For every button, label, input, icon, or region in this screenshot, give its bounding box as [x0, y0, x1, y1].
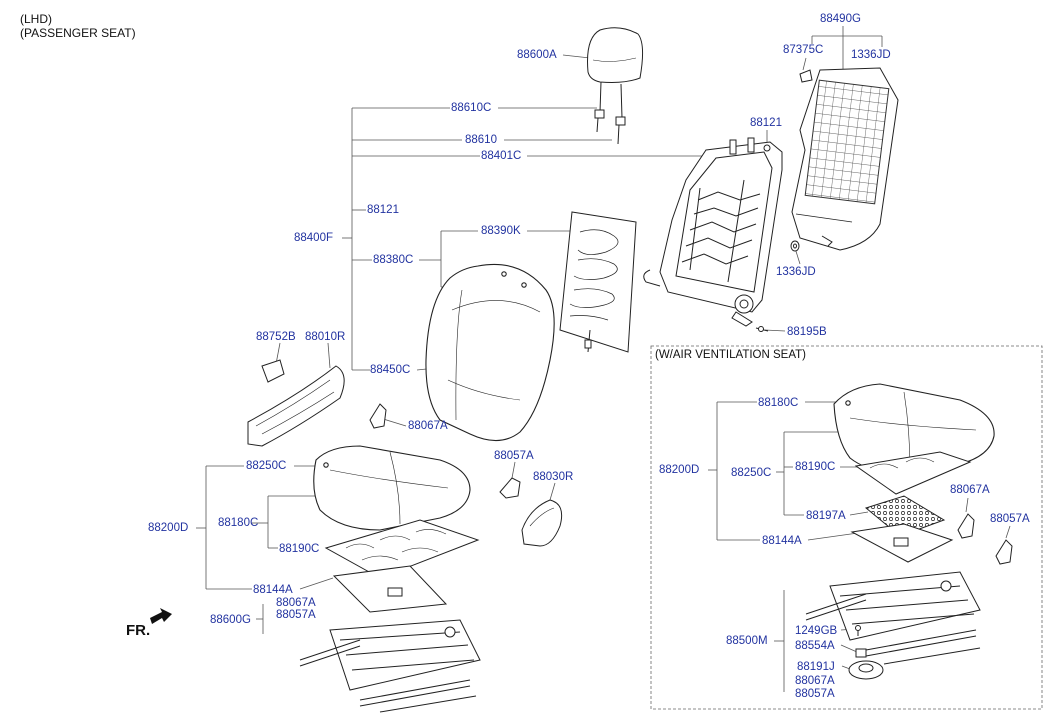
diagram-header-passenger-seat: (PASSENGER SEAT)	[20, 26, 136, 40]
callout-88195B[interactable]: 88195B	[787, 326, 827, 338]
callout-vent-88250C[interactable]: 88250C	[731, 467, 772, 479]
callout-vent-88067A-right[interactable]: 88067A	[950, 484, 990, 496]
callout-88180C[interactable]: 88180C	[218, 517, 259, 529]
callout-88010R[interactable]: 88010R	[305, 331, 346, 343]
callout-88610C[interactable]: 88610C	[451, 102, 492, 114]
callout-88067A-mid[interactable]: 88067A	[408, 420, 448, 432]
callout-87375C[interactable]: 87375C	[783, 44, 824, 56]
callout-88610[interactable]: 88610	[465, 134, 497, 146]
callout-vent-88180C[interactable]: 88180C	[758, 397, 799, 409]
callout-vent-1249GB[interactable]: 1249GB	[795, 625, 838, 637]
callout-88144A[interactable]: 88144A	[253, 584, 293, 596]
callout-vent-88554A[interactable]: 88554A	[795, 640, 835, 652]
callout-88490G[interactable]: 88490G	[820, 13, 861, 25]
vent-box-title: (W/AIR VENTILATION SEAT)	[655, 349, 806, 361]
callout-88030R[interactable]: 88030R	[533, 471, 574, 483]
callout-88401C[interactable]: 88401C	[481, 150, 522, 162]
callout-1336JD-bottom[interactable]: 1336JD	[776, 266, 816, 278]
callout-vent-88200D[interactable]: 88200D	[659, 464, 700, 476]
callout-88067A-left[interactable]: 88067A	[276, 597, 316, 609]
front-arrow-icon	[150, 608, 174, 626]
callout-88600A[interactable]: 88600A	[517, 49, 557, 61]
callout-88250C[interactable]: 88250C	[246, 460, 287, 472]
callout-88450C[interactable]: 88450C	[370, 364, 411, 376]
callout-88380C[interactable]: 88380C	[373, 254, 414, 266]
callout-vent-88067A-low[interactable]: 88067A	[795, 675, 835, 687]
callout-1336JD-top[interactable]: 1336JD	[851, 49, 891, 61]
callout-88200D[interactable]: 88200D	[148, 522, 189, 534]
callout-88600G[interactable]: 88600G	[210, 614, 251, 626]
callout-vent-88057A-right[interactable]: 88057A	[990, 513, 1030, 525]
callout-88390K[interactable]: 88390K	[481, 225, 521, 237]
callout-88057A-mid[interactable]: 88057A	[494, 450, 534, 462]
callout-88400F[interactable]: 88400F	[294, 232, 334, 244]
callout-vent-88500M[interactable]: 88500M	[726, 635, 768, 647]
callout-vent-88144A[interactable]: 88144A	[762, 535, 802, 547]
callout-vent-88197A[interactable]: 88197A	[806, 510, 846, 522]
callout-88190C[interactable]: 88190C	[279, 543, 320, 555]
callout-vent-88191J[interactable]: 88191J	[797, 661, 835, 673]
callout-vent-88057A-low[interactable]: 88057A	[795, 688, 835, 700]
callout-88752B[interactable]: 88752B	[256, 331, 296, 343]
diagram-header-lhd: (LHD)	[20, 12, 52, 26]
front-direction-label: FR.	[126, 622, 151, 639]
callout-vent-88190C[interactable]: 88190C	[795, 461, 836, 473]
callout-88121-mid[interactable]: 88121	[367, 204, 399, 216]
callout-88121-top[interactable]: 88121	[750, 117, 782, 129]
callout-88057A-left[interactable]: 88057A	[276, 609, 316, 621]
